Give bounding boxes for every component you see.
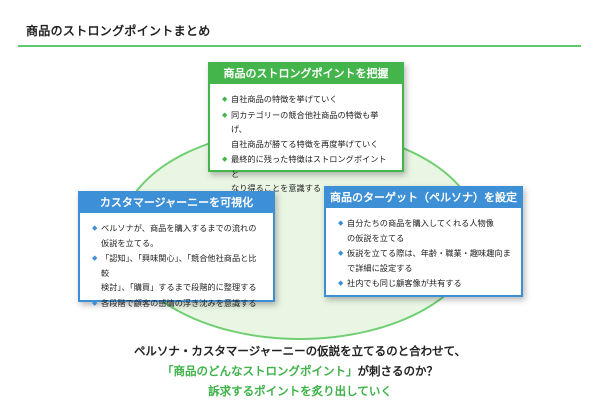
page-title: 商品のストロングポイントまとめ <box>26 24 211 38</box>
conclusion-line-3: 訴求するポイントを炙り出していく <box>208 384 392 398</box>
diamond-bullet-icon: ◆ <box>92 224 98 232</box>
conclusion-line-1: ペルソナ・カスタマージャーニーの仮説を立てるのと合わせて、 <box>133 344 467 358</box>
diamond-bullet-icon: ◆ <box>92 254 98 262</box>
diamond-bullet-icon: ◆ <box>222 155 228 163</box>
diamond-bullet-icon: ◆ <box>222 95 228 103</box>
conclusion-highlight: 「商品のどんなストロングポイント」 <box>162 364 358 378</box>
card-target-persona: 商品のターゲット（ペルソナ）を設定 ◆ 自分たちの商品を購入してくれる人物像 の… <box>324 186 523 297</box>
card-strong-points-title: 商品のストロングポイントを把握 <box>210 64 402 84</box>
diamond-bullet-icon: ◆ <box>338 279 344 287</box>
card-customer-journey-title: カスタマージャーニーを可視化 <box>80 193 273 213</box>
card-customer-journey: カスタマージャーニーを可視化 ◆ ペルソナが、商品を購入するまでの流れの 仮説を… <box>78 191 275 308</box>
diamond-bullet-icon: ◆ <box>338 219 344 227</box>
list-item: ◆ 自分たちの商品を購入してくれる人物像 の仮説を立てる <box>338 218 494 243</box>
list-item: ◆ ペルソナが、商品を購入するまでの流れの 仮説を立てる。 <box>92 223 257 248</box>
conclusion-line-2-rest: が刺さるのか？ <box>357 364 439 378</box>
diamond-bullet-icon: ◆ <box>222 110 228 119</box>
list-item: ◆ 同カテゴリーの競合他社商品の特徴も挙げ、 自社商品が勝てる特徴を再度挙げてい… <box>222 109 379 149</box>
diamond-bullet-icon: ◆ <box>338 249 344 257</box>
list-item: ◆ 最終的に残った特徴はストロングポイントと なり得ることを意識する <box>222 154 387 193</box>
title-divider <box>18 45 581 47</box>
diamond-bullet-icon: ◆ <box>92 298 98 307</box>
card-strong-points: 商品のストロングポイントを把握 ◆ 自社商品の特徴を挙げていく ◆ 同カテゴリー… <box>208 62 404 193</box>
conclusion-line-2: 「商品のどんなストロングポイント」が刺さるのか？ <box>0 363 600 379</box>
list-item: ◆ 自社商品の特徴を挙げていく <box>222 92 392 107</box>
list-item: ◆ 各段階で顧客の感情の浮き沈みを意識する <box>92 296 263 311</box>
list-item: ◆ 社内でも同じ顧客像が共有する <box>338 276 511 291</box>
list-item: ◆ 「認知」、「興味関心」、「競合他社商品と比較 検討」、「購買」するまで段階的… <box>92 253 257 292</box>
card-target-persona-title: 商品のターゲット（ペルソナ）を設定 <box>326 188 521 208</box>
list-item: ◆ 仮説を立てる際は、年齢・職業・趣味趣向まで詳細に設定する <box>338 248 511 273</box>
